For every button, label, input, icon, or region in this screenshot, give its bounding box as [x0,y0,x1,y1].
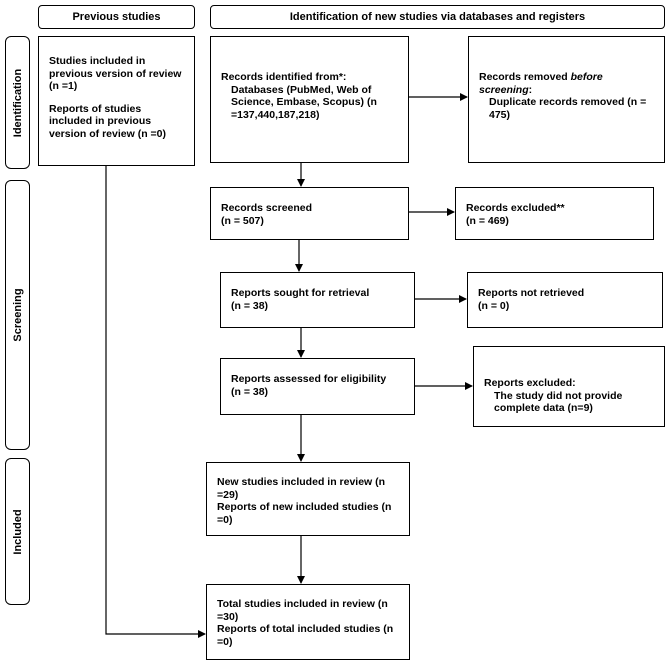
phase-screening: Screening [5,180,30,450]
phase-included: Included [5,458,30,605]
reports-sought-count: (n = 38) [231,299,269,312]
reports-assessed-title: Reports assessed for eligibility [231,373,387,385]
header-new-studies: Identification of new studies via databa… [210,5,665,29]
reports-not-retrieved-box: Reports not retrieved (n = 0) [467,272,663,328]
header-new-label: Identification of new studies via databa… [289,11,586,23]
reports-excluded-title: Reports excluded: [484,377,576,389]
records-excluded-title: Records excluded** [466,202,565,214]
records-screened-count: (n = 507) [221,214,264,227]
reports-sought-title: Reports sought for retrieval [231,287,370,299]
records-identified-box: Records identified from*: Databases (Pub… [210,36,409,163]
previous-studies-count: Studies included in previous version of … [49,55,182,92]
records-screened-title: Records screened [221,202,313,214]
reports-assessed-count: (n = 38) [231,385,269,398]
header-previous-studies: Previous studies [38,5,195,29]
records-identified-detail: Databases (PubMed, Web of Science, Embas… [231,83,377,121]
reports-not-retrieved-title: Reports not retrieved [478,287,585,299]
records-screened-box: Records screened (n = 507) [210,187,409,240]
reports-excluded-box: Reports excluded: The study did not prov… [473,346,665,427]
phase-identification: Identification [5,36,30,169]
records-excluded-count: (n = 469) [466,214,509,227]
records-removed-title: Records removed before screening: [479,71,603,96]
records-excluded-box: Records excluded** (n = 469) [455,187,654,240]
new-studies-included-box: New studies included in review (n =29) R… [206,462,410,536]
records-identified-title: Records identified from*: [221,71,347,83]
reports-assessed-box: Reports assessed for eligibility (n = 38… [220,358,415,415]
total-studies-included-box: Total studies included in review (n =30)… [206,584,410,660]
total-reports-count: Reports of total included studies (n =0) [217,623,394,648]
records-removed-detail: Duplicate records removed (n = 475) [489,96,647,121]
records-removed-box: Records removed before screening: Duplic… [468,36,665,163]
reports-excluded-detail: The study did not provide complete data … [494,389,623,415]
header-previous-label: Previous studies [72,11,161,23]
previous-studies-box: Studies included in previous version of … [38,36,195,166]
new-reports-count: Reports of new included studies (n =0) [217,501,392,526]
previous-reports-count: Reports of studies included in previous … [49,102,166,140]
reports-not-retrieved-count: (n = 0) [478,299,510,312]
total-studies-count: Total studies included in review (n =30) [217,598,388,623]
new-studies-count: New studies included in review (n =29) [217,476,386,501]
reports-sought-box: Reports sought for retrieval (n = 38) [220,272,415,328]
arrow-previous-to-total-included [105,166,206,638]
